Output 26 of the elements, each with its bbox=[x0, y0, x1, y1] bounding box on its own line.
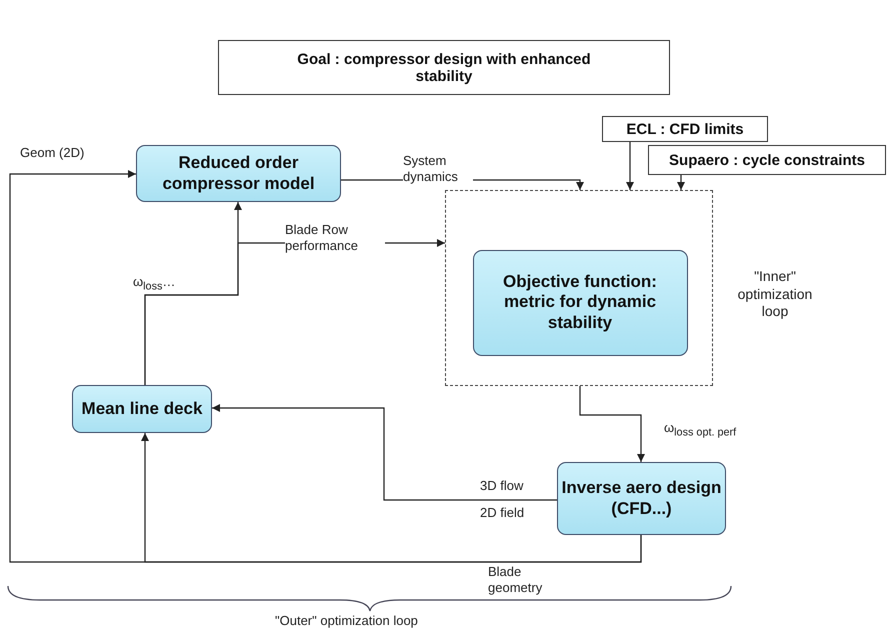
loop-label: "Outer" optimization loop bbox=[275, 613, 418, 630]
inner-loop-frame bbox=[445, 190, 713, 386]
process-box bbox=[472, 250, 688, 356]
edge-label: System dynamics bbox=[403, 153, 473, 186]
node-label: Objective function: metric for dynamic stability bbox=[502, 272, 658, 334]
node-label: Inverse aero design (CFD...) bbox=[560, 478, 722, 519]
arrow bbox=[677, 175, 685, 190]
loop-label: "Inner" optimization loop bbox=[736, 268, 814, 320]
arrow bbox=[212, 404, 557, 501]
arrow bbox=[579, 386, 645, 462]
field-label: 2D field bbox=[480, 505, 524, 522]
arrow bbox=[141, 433, 642, 563]
node-label: Goal : compressor design with enhanced stability bbox=[296, 50, 592, 84]
goal-box bbox=[218, 40, 670, 95]
edge-label: Blade Row performance bbox=[285, 222, 385, 254]
input-box bbox=[648, 145, 886, 175]
node-label: Supaero : cycle constraints bbox=[669, 152, 865, 168]
process-box bbox=[72, 385, 212, 433]
node-label: ECL : CFD limits bbox=[626, 120, 744, 138]
process-box bbox=[557, 462, 726, 535]
input-box bbox=[602, 116, 768, 142]
node-label: Reduced order compressor model bbox=[161, 153, 316, 194]
arrow bbox=[626, 142, 634, 190]
process-box bbox=[136, 145, 341, 202]
edge-label: Geom (2D) bbox=[20, 145, 84, 162]
node-label: Mean line deck bbox=[82, 398, 202, 420]
